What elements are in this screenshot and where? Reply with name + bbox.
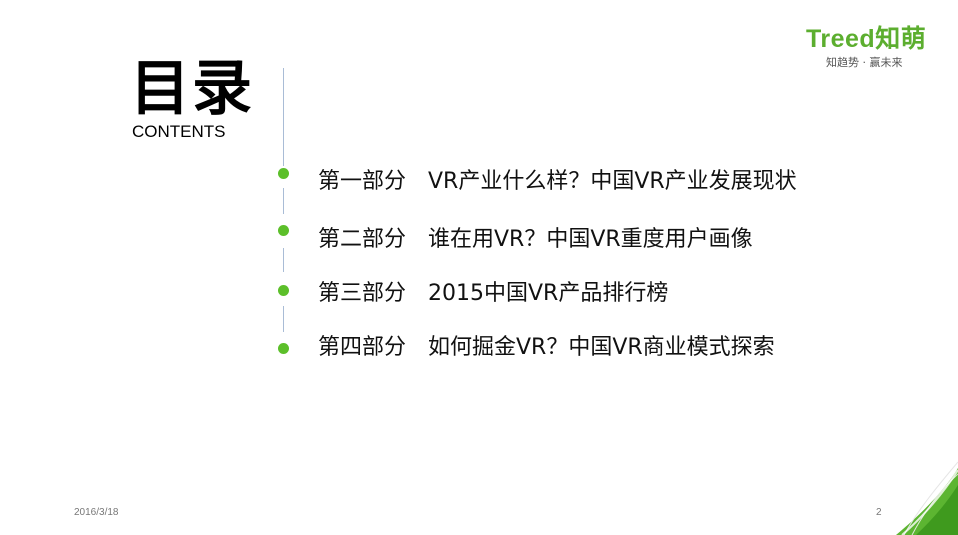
- bullet-dot: [278, 168, 289, 179]
- page-number: 2: [876, 507, 882, 518]
- logo-tagline: 知趋势 · 赢未来: [826, 56, 903, 69]
- divider-line-segment: [283, 188, 284, 214]
- page-title: 目录: [130, 54, 254, 124]
- agenda-item-text: 谁在用VR？中国VR重度用户画像: [428, 227, 753, 252]
- agenda-item-part: 第一部分: [318, 169, 407, 194]
- agenda-item-2[interactable]: 第二部分谁在用VR？中国VR重度用户画像: [318, 225, 753, 255]
- bullet-dot: [278, 343, 289, 354]
- agenda-item-part: 第四部分: [318, 335, 407, 360]
- agenda-item-4[interactable]: 第四部分如何掘金VR？中国VR商业模式探索: [318, 333, 775, 363]
- agenda-item-1[interactable]: 第一部分 VR产业什么样？中国VR产业发展现状: [318, 167, 797, 197]
- leaf-decoration-icon: [896, 461, 958, 535]
- agenda-item-text: VR产业什么样？中国VR产业发展现状: [428, 169, 797, 194]
- agenda-item-text: 2015中国VR产品排行榜: [428, 281, 669, 306]
- bullet-dot: [278, 225, 289, 236]
- brand-logo: Treed知萌 知趋势 · 赢未来: [806, 24, 931, 74]
- footer-date: 2016/3/18: [74, 507, 119, 518]
- agenda-item-3[interactable]: 第三部分 2015中国VR产品排行榜: [318, 279, 668, 309]
- divider-line-segment: [283, 306, 284, 332]
- agenda-item-part: 第二部分: [318, 227, 407, 252]
- divider-line-segment: [283, 248, 284, 272]
- page-subtitle: CONTENTS: [132, 122, 226, 141]
- agenda-item-part: 第三部分: [318, 281, 407, 306]
- divider-line-top: [283, 68, 284, 166]
- bullet-dot: [278, 285, 289, 296]
- logo-wordmark: Treed知萌: [806, 25, 927, 53]
- agenda-item-text: 如何掘金VR？中国VR商业模式探索: [428, 335, 775, 360]
